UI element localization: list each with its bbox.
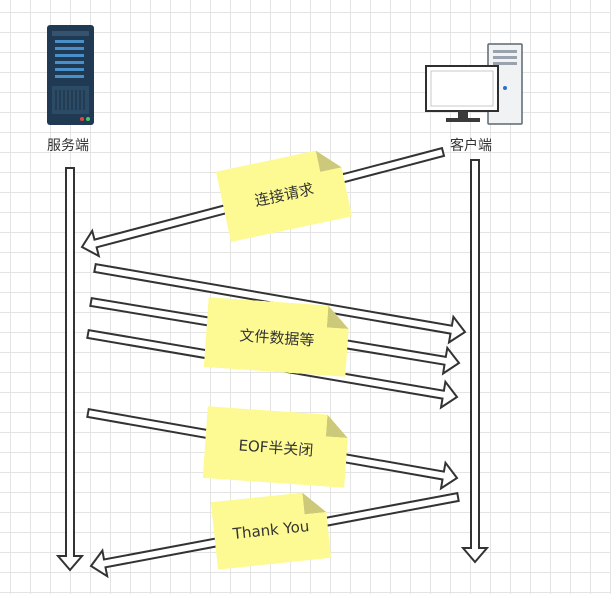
- note-connect-request-text: 连接请求: [252, 179, 316, 210]
- server-label: 服务端: [47, 138, 89, 154]
- client-lifeline: [460, 159, 490, 564]
- note-thank-you-text: Thank You: [231, 517, 311, 543]
- note-eof-half-close-text: EOF半关闭: [237, 435, 314, 460]
- note-file-data-text: 文件数据等: [238, 325, 316, 350]
- server-rack-icon: [47, 25, 94, 125]
- note-file-data: 文件数据等: [204, 297, 351, 377]
- note-thank-you: Thank You: [211, 490, 331, 570]
- note-eof-half-close: EOF半关闭: [203, 406, 350, 488]
- client-label: 客户端: [450, 138, 492, 154]
- desktop-computer-icon: [425, 43, 523, 125]
- server-lifeline: [55, 167, 85, 572]
